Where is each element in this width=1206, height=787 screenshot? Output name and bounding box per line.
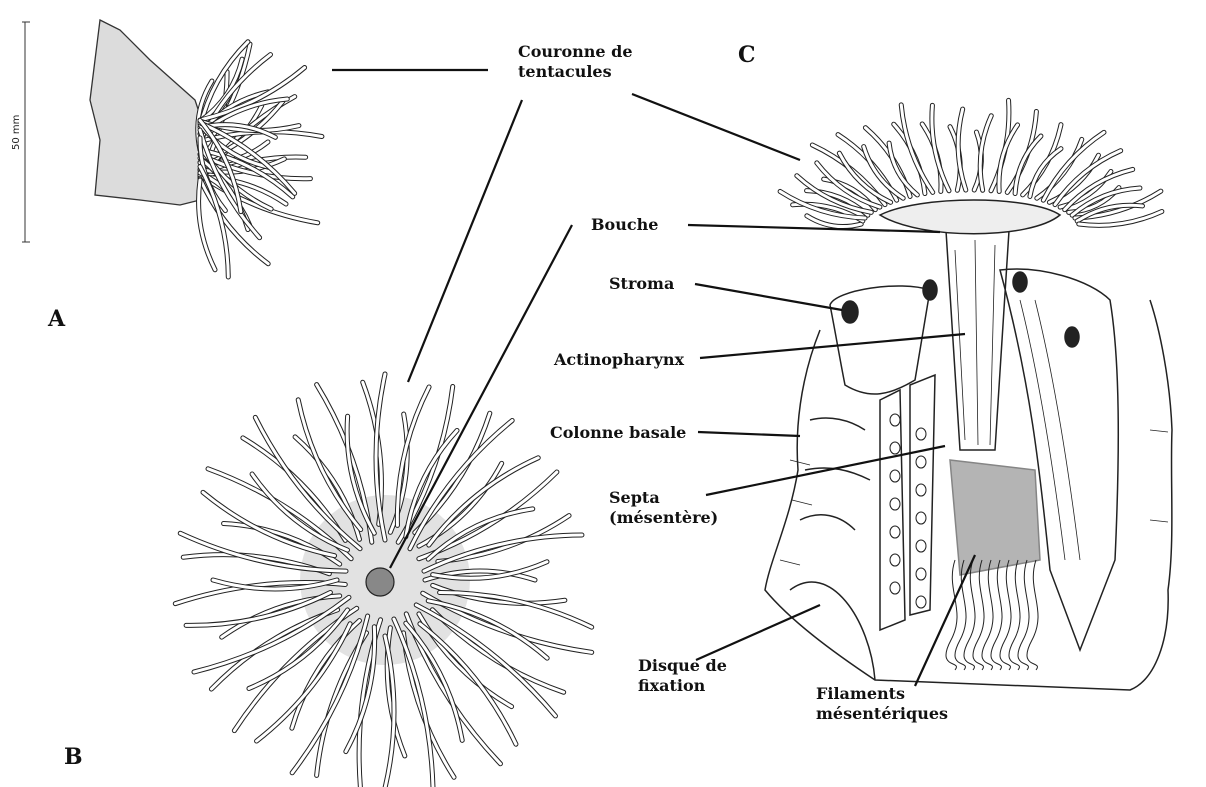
label-couronne-line1: Couronne de [518, 42, 633, 62]
label-filaments-line1: Filaments [816, 684, 948, 704]
label-stroma: Stroma [609, 274, 674, 294]
label-bouche: Bouche [591, 215, 658, 235]
leader-bouche-c [688, 225, 940, 232]
label-septa: Septa (mésentère) [609, 488, 718, 528]
figure-a-side-view [22, 20, 322, 277]
label-colonne-basale: Colonne basale [550, 423, 686, 443]
leader-couronne-c [632, 94, 800, 160]
figure-c-oral-disc [880, 200, 1060, 234]
leader-bouche-b [390, 225, 572, 568]
figure-a-tentacles [198, 42, 322, 277]
panel-label-a: A [48, 306, 65, 332]
leader-disque [696, 605, 820, 660]
label-disque-line2: fixation [638, 676, 727, 696]
figure-a-column [90, 20, 205, 205]
label-disque-line1: Disque de [638, 656, 727, 676]
figure-c-section [765, 100, 1172, 690]
label-septa-line1: Septa [609, 488, 718, 508]
label-disque-de-fixation: Disque de fixation [638, 656, 727, 696]
leader-couronne-b [408, 100, 522, 382]
label-filaments-line2: mésentériques [816, 704, 948, 724]
label-septa-line2: (mésentère) [609, 508, 718, 528]
label-couronne-de-tentacules: Couronne de tentacules [518, 42, 633, 82]
scale-bar-label: 50 mm [11, 115, 22, 150]
figure-c-filaments [950, 460, 1040, 575]
label-filaments-mesenteriques: Filaments mésentériques [816, 684, 948, 724]
label-couronne-line2: tentacules [518, 62, 633, 82]
figure-b-top-view [175, 374, 591, 787]
panel-label-b: B [64, 744, 83, 770]
leader-colonne [698, 432, 800, 436]
label-actinopharynx: Actinopharynx [554, 350, 684, 370]
leader-stroma [695, 284, 842, 310]
panel-label-c: C [738, 42, 756, 68]
